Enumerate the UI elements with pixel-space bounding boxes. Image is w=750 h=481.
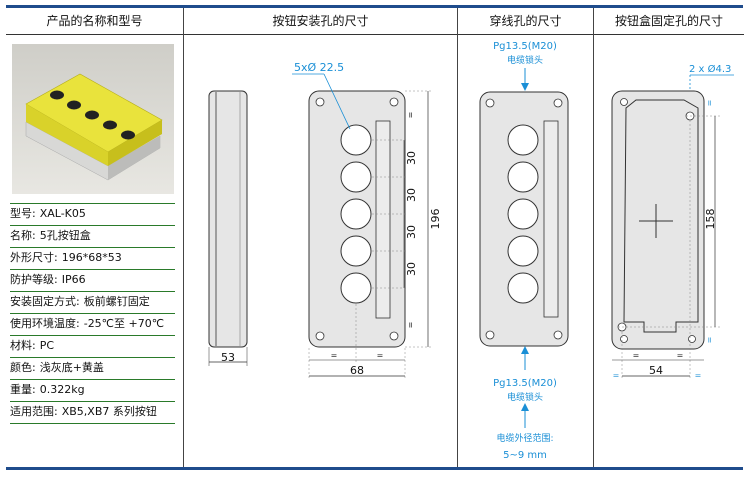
dim-equal-mark: = <box>677 351 684 360</box>
header-underline <box>594 34 744 35</box>
header-fix-holes: 按钮盒固定孔的尺寸 <box>614 14 723 28</box>
up-arrow-icon <box>521 403 529 411</box>
hole-callout: 5xØ 22.5 <box>294 61 344 74</box>
corner-screw <box>315 331 325 341</box>
corner-screw <box>620 335 628 343</box>
inner-outline <box>623 99 699 333</box>
top-gland-sublabel: 电缆锁头 <box>507 54 543 66</box>
bottom-gland-sublabel: 电缆锁头 <box>507 391 543 403</box>
header-cable-holes: 穿线孔的尺寸 <box>489 14 562 28</box>
fix-hole-callout: 2 x Ø4.3 <box>689 63 731 75</box>
dim-pitch: 30 <box>405 225 418 239</box>
cable-range-value: 5~9 mm <box>503 450 547 461</box>
top-rule <box>6 5 743 8</box>
up-arrow-icon <box>521 346 529 354</box>
button-hole <box>340 272 372 304</box>
button-hole <box>340 161 372 193</box>
mounting-hole-drawing: 53 5xØ 22.5 30 30 30 30 = = 196 <box>208 61 442 378</box>
label-strip <box>543 120 559 318</box>
corner-screw <box>620 98 628 106</box>
spec-row-application: 适用范围:XB5,XB7 系列按钮 <box>10 402 175 424</box>
dim-equal-mark: = <box>331 351 338 360</box>
button-hole <box>340 124 372 156</box>
header-product: 产品的名称和型号 <box>46 14 143 28</box>
dim-width: 54 <box>649 364 663 377</box>
dim-equal-mark: = <box>377 351 384 360</box>
dim-width: 68 <box>350 364 364 377</box>
button-hole <box>507 198 539 230</box>
button-hole <box>507 124 539 156</box>
dim-depth: 53 <box>221 351 235 364</box>
corner-screw <box>485 98 495 108</box>
button-hole <box>507 161 539 193</box>
column-divider <box>593 8 594 467</box>
bottom-gland-label: Pg13.5(M20) <box>493 378 557 389</box>
header-mount-holes: 按钮安装孔的尺寸 <box>272 14 369 28</box>
spec-row-material: 材料:PC <box>10 336 175 358</box>
corner-screw <box>315 97 325 107</box>
button-hole <box>507 272 539 304</box>
product-photo <box>12 44 174 194</box>
dim-pitch: 30 <box>405 188 418 202</box>
spec-row-protection: 防护等级:IP66 <box>10 270 175 292</box>
dim-equal-mark: = <box>613 371 620 380</box>
bottom-rule <box>6 467 743 470</box>
header-underline <box>458 34 593 35</box>
down-arrow-icon <box>521 83 529 91</box>
corner-screw <box>389 331 399 341</box>
spec-list: 型号:XAL-K05 名称:5孔按钮盒 外形尺寸:196*68*53 防护等级:… <box>10 203 175 424</box>
push-button-box-image <box>12 44 174 194</box>
dim-equal-mark: = <box>705 337 714 344</box>
button-hole <box>340 235 372 267</box>
column-divider <box>457 8 458 467</box>
spec-row-name: 名称:5孔按钮盒 <box>10 226 175 248</box>
spec-row-temperature: 使用环境温度:-25℃至 +70℃ <box>10 314 175 336</box>
header-underline <box>184 34 457 35</box>
corner-screw <box>553 98 563 108</box>
corner-screw <box>389 97 399 107</box>
spec-row-mounting: 安装固定方式:板前螺钉固定 <box>10 292 175 314</box>
corner-screw <box>688 335 696 343</box>
spec-row-weight: 重量:0.322kg <box>10 380 175 402</box>
corner-screw <box>485 330 495 340</box>
label-strip <box>375 120 391 319</box>
spec-row-dimensions: 外形尺寸:196*68*53 <box>10 248 175 270</box>
button-hole <box>340 198 372 230</box>
top-gland-label: Pg13.5(M20) <box>493 41 557 52</box>
corner-screw <box>553 330 563 340</box>
column-divider <box>183 8 184 467</box>
spec-row-model: 型号:XAL-K05 <box>10 203 175 226</box>
spec-row-color: 颜色:浅灰底+黄盖 <box>10 358 175 380</box>
dim-pitch: 30 <box>405 151 418 165</box>
dim-height: 196 <box>429 209 442 230</box>
header-underline <box>6 34 183 35</box>
fixing-hole-drawing: 2 x Ø4.3 158 = = 54 = = = = <box>611 63 734 380</box>
dim-equal-mark: = <box>406 112 415 119</box>
cable-entry-drawing: Pg13.5(M20) 电缆锁头 Pg13.5(M20) 电缆锁头 电缆外径范围… <box>479 41 569 461</box>
dim-pitch: 30 <box>405 262 418 276</box>
dim-equal-mark: = <box>695 371 702 380</box>
dim-equal-mark: = <box>705 100 714 107</box>
button-hole <box>507 235 539 267</box>
dim-equal-mark: = <box>406 322 415 329</box>
dim-height: 158 <box>704 209 717 230</box>
dim-equal-mark: = <box>633 351 640 360</box>
cable-range-label: 电缆外径范围: <box>496 432 553 444</box>
callout-leader <box>323 73 351 130</box>
side-view-outline <box>208 90 248 348</box>
